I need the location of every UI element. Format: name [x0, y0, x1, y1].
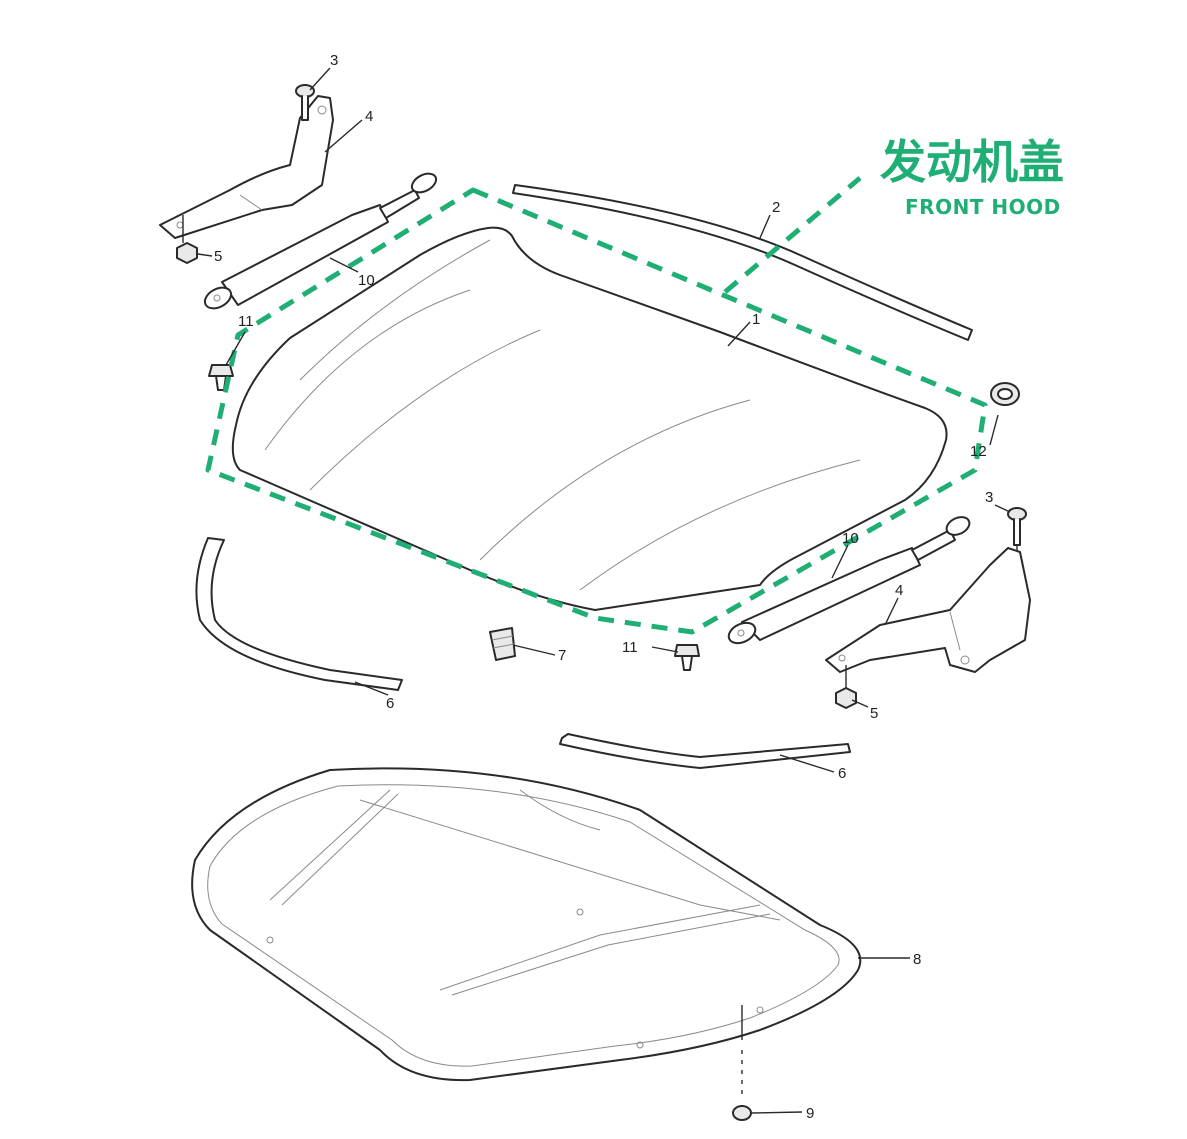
- callout-7: 7: [558, 647, 566, 664]
- callout-12: 12: [970, 443, 987, 460]
- callout-11-right: 11: [622, 639, 638, 656]
- callout-8: 8: [913, 951, 921, 968]
- callout-10-lower: 10: [842, 530, 859, 547]
- callout-5-right: 5: [870, 705, 878, 722]
- hood-bumper-part: [489, 627, 516, 661]
- hood-front-seal-part: [559, 733, 851, 769]
- hood-rear-seal-part: [512, 184, 973, 341]
- callout-4-right: 4: [895, 582, 903, 599]
- hood-bumper-clip-right-part: [674, 644, 700, 671]
- hinge-nut-right-part: [835, 665, 857, 709]
- hood-highlight-outline: [205, 176, 988, 635]
- callout-4-left: 4: [365, 108, 373, 125]
- hinge-nut-left-part: [176, 215, 198, 264]
- callout-1: 1: [752, 311, 760, 328]
- title-english: FRONT HOOD: [905, 195, 1061, 219]
- hood-strut-upper-part: [203, 172, 438, 310]
- hood-hinge-left-part: [159, 95, 334, 239]
- hood-strut-lower-part: [727, 516, 971, 645]
- callout-5-left: 5: [214, 248, 222, 265]
- hood-hinge-right-part: [825, 547, 1031, 673]
- callout-6-lower: 6: [838, 765, 846, 782]
- callout-labels: 1 2 3 3 4 4 5 5 6 6 7 8 9 10 10 11 11 12: [214, 52, 993, 1122]
- diagram-title: 发动机盖 FRONT HOOD: [880, 135, 1064, 219]
- callout-3-left: 3: [330, 52, 338, 69]
- hood-panel-part: [231, 226, 948, 611]
- callout-10-upper: 10: [358, 272, 375, 289]
- hood-grommet-part: [990, 382, 1020, 406]
- insulator-clip-part: [732, 1105, 752, 1121]
- hood-insulator-part: [191, 767, 862, 1100]
- callout-2: 2: [772, 199, 780, 216]
- title-chinese: 发动机盖: [880, 135, 1064, 189]
- callout-6-left: 6: [386, 695, 394, 712]
- hinge-bolt-left-part: [295, 84, 315, 121]
- hood-side-seal-left-part: [195, 537, 403, 691]
- callout-leaders: [197, 67, 1011, 1114]
- callout-11-left: 11: [238, 313, 254, 330]
- callout-9: 9: [806, 1105, 814, 1122]
- callout-3-right: 3: [985, 489, 993, 506]
- hood-bumper-clip-left-part: [208, 364, 234, 391]
